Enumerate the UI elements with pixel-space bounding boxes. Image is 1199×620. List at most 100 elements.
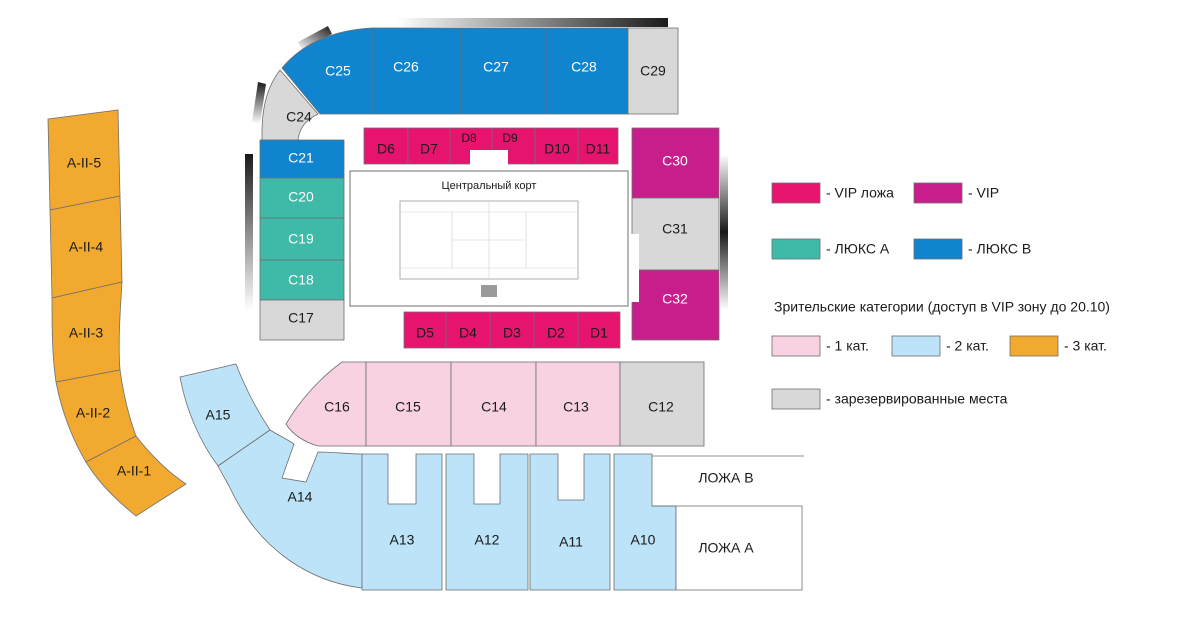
section-A13[interactable] <box>361 453 443 591</box>
section-C13[interactable] <box>535 361 621 447</box>
label-A-II-5: A-II-5 <box>67 155 101 171</box>
court-exit-right <box>629 234 639 302</box>
label-A10: A10 <box>631 532 656 548</box>
label-D9: D9 <box>502 131 518 145</box>
reserved-wall-c24 <box>252 82 266 124</box>
legend-label-vip-box: - VIP ложа <box>826 185 894 201</box>
legend-swatch-cat3 <box>1009 335 1059 357</box>
label-A-II-3: A-II-3 <box>69 325 103 341</box>
box-a[interactable] <box>675 505 803 591</box>
label-A15: A15 <box>206 407 231 423</box>
label-C21: C21 <box>288 150 314 166</box>
label-C20: C20 <box>288 189 314 205</box>
label-D7: D7 <box>420 141 438 157</box>
section-A12[interactable] <box>445 453 529 591</box>
label-C27: C27 <box>483 59 509 75</box>
label-A-II-2: A-II-2 <box>76 405 110 421</box>
section-C21[interactable] <box>259 139 345 179</box>
court-title: Центральный корт <box>442 180 537 192</box>
reserved-wall-c25 <box>298 26 332 50</box>
label-D11: D11 <box>586 141 611 157</box>
label-A-II-1: A-II-1 <box>117 463 151 479</box>
box-a-label: ЛОЖА А <box>698 540 754 556</box>
legend-swatch-reserved <box>771 388 821 410</box>
vip-box-D7[interactable] <box>407 127 451 165</box>
label-C25: C25 <box>325 63 351 79</box>
label-C19: C19 <box>288 231 314 247</box>
label-D6: D6 <box>377 141 395 157</box>
legend-label-vip: - VIP <box>968 185 999 201</box>
box-b-label: ЛОЖА В <box>698 470 753 486</box>
section-C19[interactable] <box>259 217 345 261</box>
label-C28: C28 <box>571 59 597 75</box>
section-C18[interactable] <box>259 259 345 301</box>
section-C29[interactable] <box>627 27 679 115</box>
label-C15: C15 <box>395 399 421 415</box>
label-D10: D10 <box>544 141 570 157</box>
reserved-wall-right <box>720 154 728 310</box>
label-D1: D1 <box>590 325 608 341</box>
label-C13: C13 <box>563 399 589 415</box>
section-C15[interactable] <box>365 361 452 447</box>
label-D5: D5 <box>416 325 434 341</box>
label-C26: C26 <box>393 59 419 75</box>
section-C24[interactable] <box>261 69 319 141</box>
legend-swatch-vip-box <box>771 182 821 204</box>
section-A10[interactable] <box>613 453 677 591</box>
reserved-wall-left <box>245 154 253 310</box>
label-C12: C12 <box>648 399 674 415</box>
label-A14: A14 <box>288 489 313 505</box>
section-C32[interactable] <box>631 269 720 341</box>
legend-swatch-vip <box>913 182 963 204</box>
section-C17[interactable] <box>259 299 345 341</box>
vip-box-notch <box>470 150 508 166</box>
vip-box-D10[interactable] <box>534 127 579 165</box>
legend-label-cat1: - 1 кат. <box>826 338 869 354</box>
section-C12[interactable] <box>619 361 705 447</box>
label-A-II-4: A-II-4 <box>69 239 103 255</box>
reserved-wall-top <box>396 18 668 27</box>
label-A13: A13 <box>390 532 415 548</box>
legend-label-cat3: - 3 кат. <box>1064 338 1107 354</box>
section-C31[interactable] <box>631 197 720 271</box>
legend-swatch-cat1 <box>771 335 821 357</box>
vip-box-D6[interactable] <box>363 127 409 165</box>
section-A11[interactable] <box>529 453 611 591</box>
legend-categories-title: Зрительские категории (доступ в VIP зону… <box>774 299 1110 315</box>
label-C31: C31 <box>662 221 688 237</box>
label-C24: C24 <box>286 109 312 125</box>
legend-swatch-lux-a <box>771 238 821 260</box>
legend-label-cat2: - 2 кат. <box>946 338 989 354</box>
section-C30[interactable] <box>631 127 720 199</box>
vip-box-D11[interactable] <box>577 127 619 165</box>
section-A14[interactable] <box>217 429 363 589</box>
umpire-chair <box>481 285 497 297</box>
legend-label-reserved: - зарезервированные места <box>826 391 1008 407</box>
label-C18: C18 <box>288 272 314 288</box>
vip-box-D1[interactable] <box>577 311 621 349</box>
legend-swatch-lux-b <box>913 238 963 260</box>
legend: - VIP ложа - VIP - ЛЮКС А - ЛЮКС В Зрите… <box>771 182 1110 410</box>
label-C14: C14 <box>481 399 507 415</box>
label-D3: D3 <box>503 325 521 341</box>
label-C29: C29 <box>640 63 666 79</box>
label-C16: C16 <box>324 399 350 415</box>
section-C27[interactable] <box>460 27 547 115</box>
label-C30: C30 <box>662 153 688 169</box>
legend-label-lux-a: - ЛЮКС А <box>826 241 890 257</box>
legend-label-lux-b: - ЛЮКС В <box>968 241 1031 257</box>
label-D8: D8 <box>461 131 477 145</box>
section-C26[interactable] <box>371 27 462 115</box>
label-C17: C17 <box>288 310 314 326</box>
section-C20[interactable] <box>259 177 345 219</box>
section-A-II-1[interactable] <box>85 435 187 517</box>
vip-box-D4[interactable] <box>445 311 491 349</box>
section-C16[interactable] <box>285 361 367 447</box>
vip-box-D2[interactable] <box>533 311 579 349</box>
label-A11: A11 <box>559 534 583 550</box>
section-C28[interactable] <box>545 27 629 115</box>
label-D4: D4 <box>459 325 477 341</box>
legend-swatch-cat2 <box>891 335 941 357</box>
